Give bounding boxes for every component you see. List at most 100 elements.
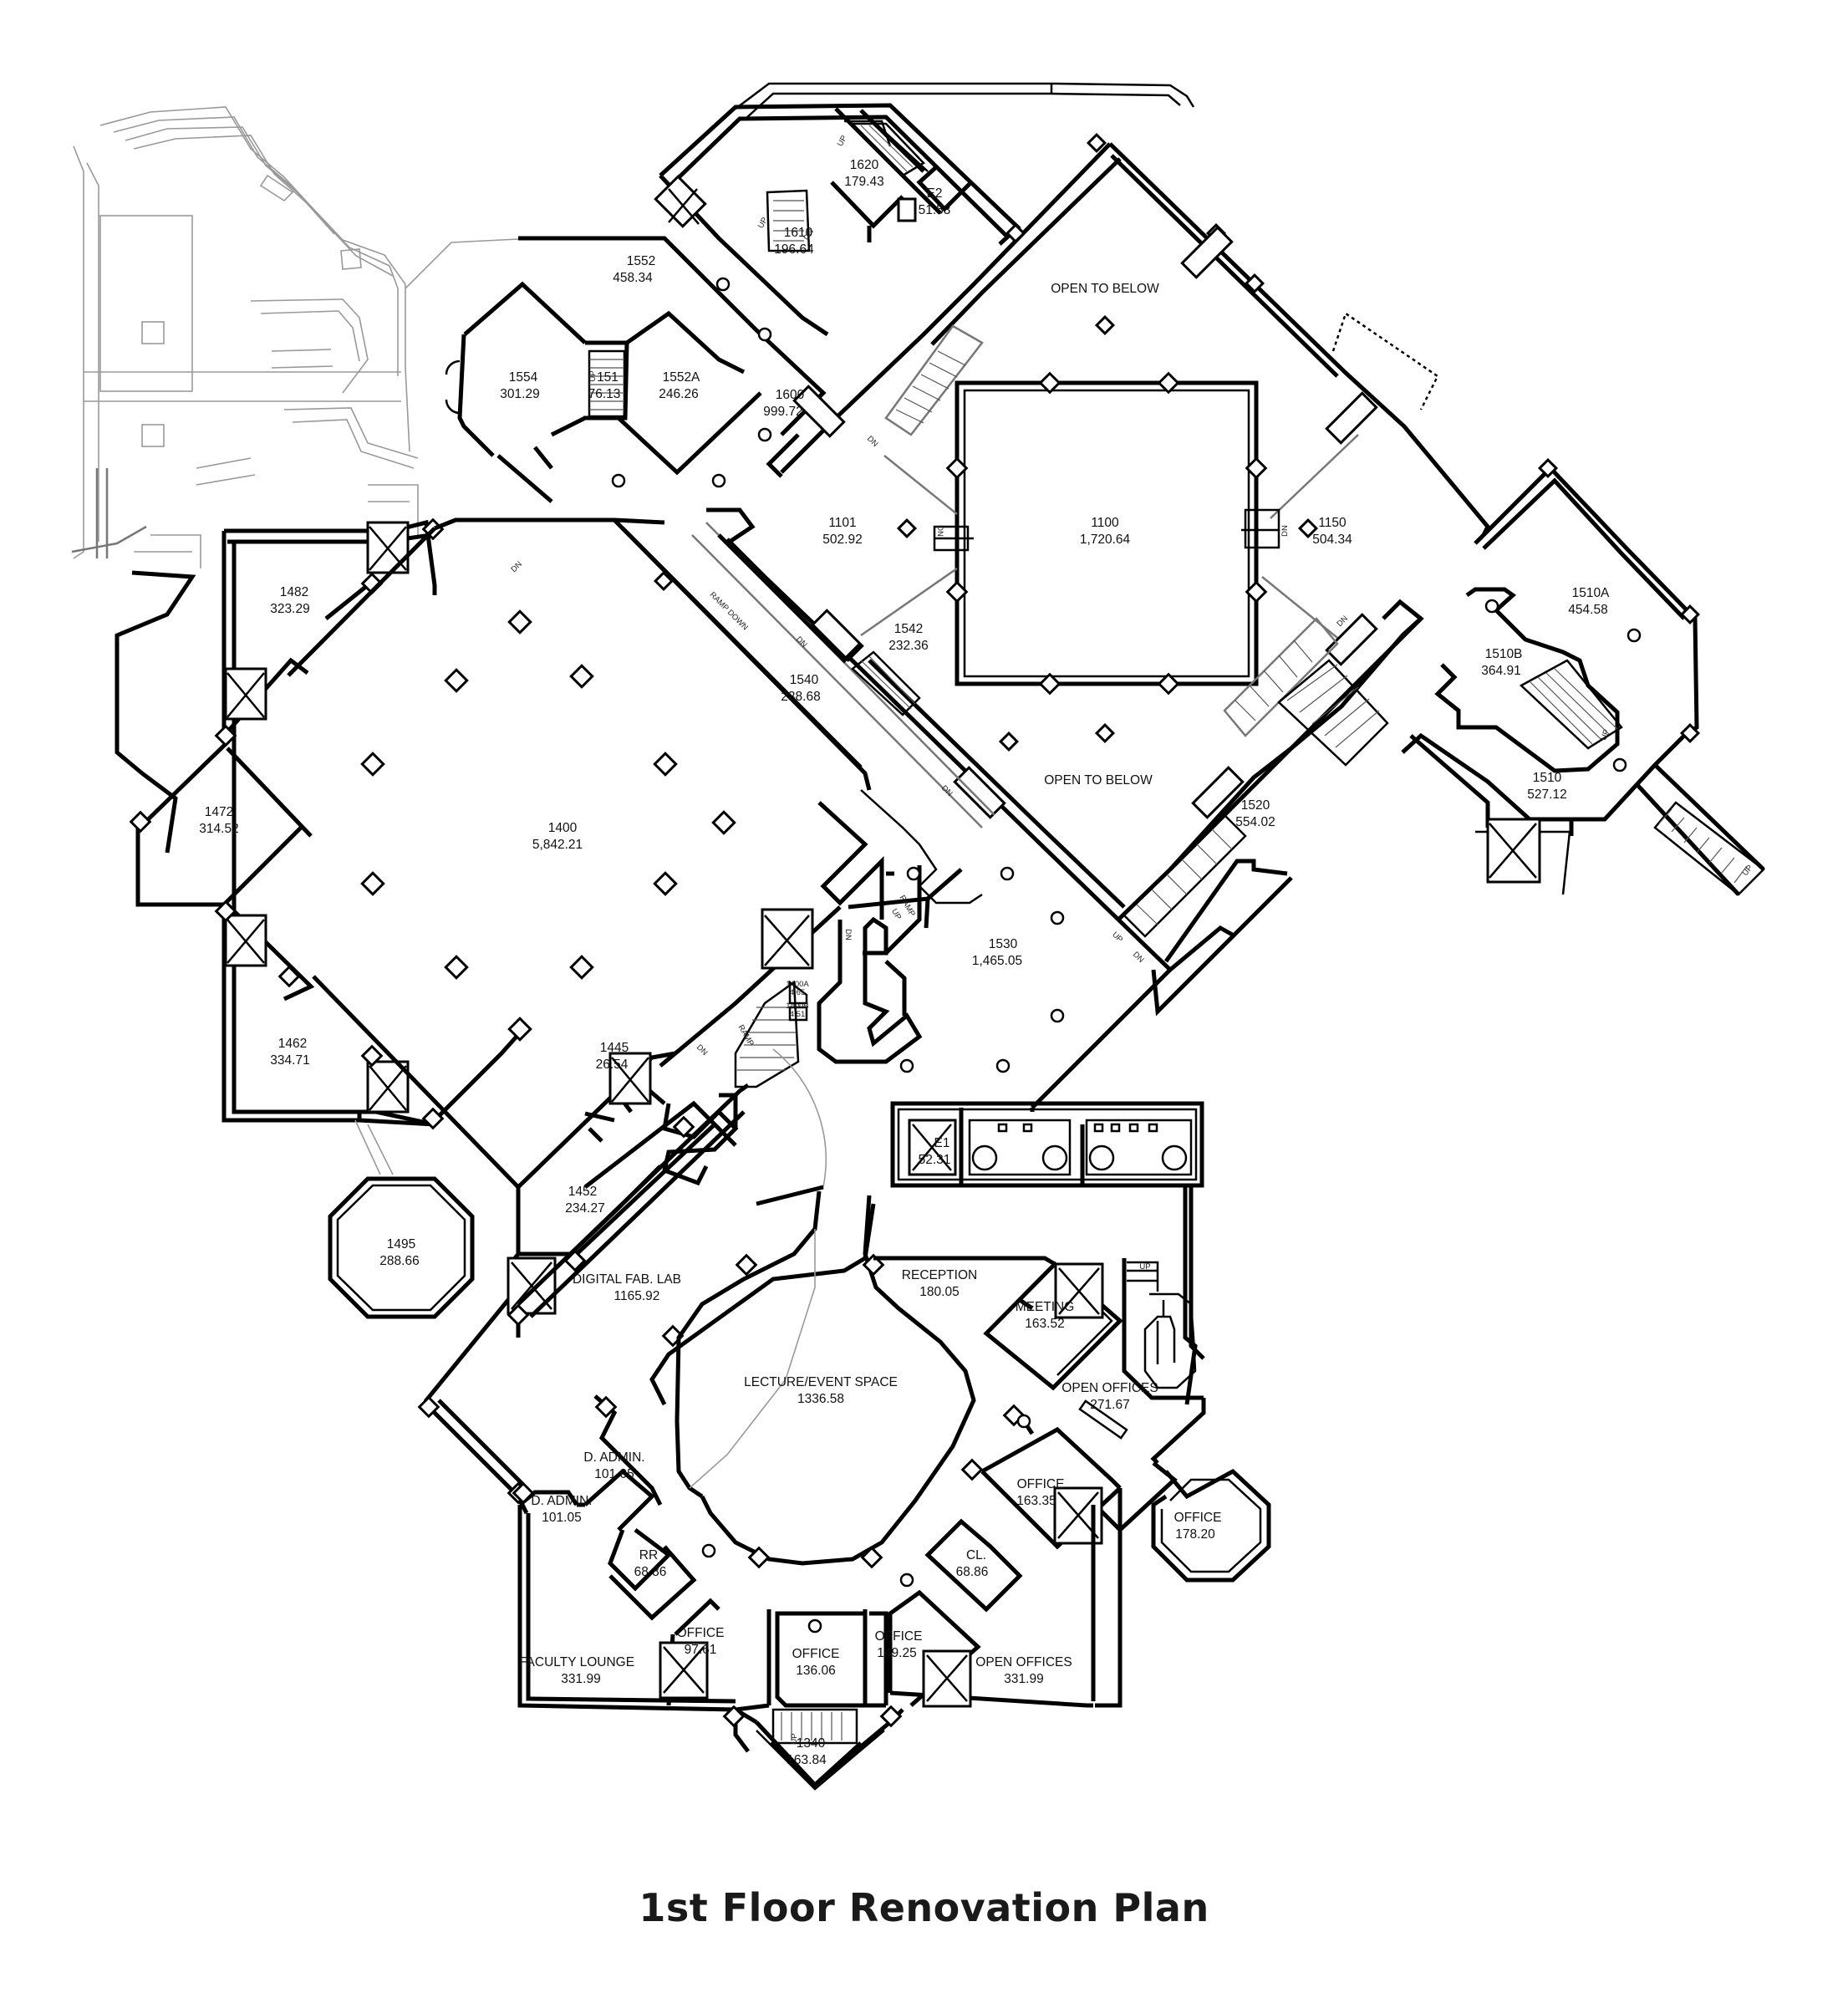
stair-1340 (771, 1708, 858, 1745)
label-1340-area: 163.84 (787, 1753, 827, 1767)
north-tower (654, 82, 1195, 337)
south-east-offices (873, 1256, 1271, 1708)
stair-1530-north (1277, 659, 1389, 767)
label-1400-area: 5,842.21 (532, 838, 583, 852)
label-1495-area: 288.66 (379, 1254, 419, 1268)
label-office4-area: 149.25 (877, 1646, 916, 1660)
stair-meeting (1127, 1261, 1197, 1389)
stair-1101 (884, 324, 984, 436)
label-1400-name: 1400 (548, 821, 578, 835)
hall-columns (360, 570, 736, 1042)
note-ramp-up-2: UP (889, 907, 903, 921)
core-block (890, 1101, 1205, 1405)
label-1482-area: 323.29 (270, 602, 309, 616)
stair-1520 (1123, 813, 1247, 938)
label-open1-name: OPEN OFFICES (1061, 1381, 1158, 1395)
label-office5-area: 136.06 (796, 1664, 835, 1678)
label-meeting-area: 163.52 (1025, 1317, 1064, 1331)
note-ramp-down: RAMP DOWN (708, 590, 750, 632)
central-court (725, 132, 1490, 921)
label-1510B-name: 1510B (1485, 647, 1523, 661)
label-1552A-name: 1552A (663, 370, 700, 385)
label-1530-area: 1,465.05 (972, 954, 1022, 968)
label-open2-name: OPEN OFFICES (975, 1655, 1072, 1669)
label-1552-area: 458.34 (613, 271, 653, 285)
label-1552-name: 1552 (627, 254, 655, 268)
note-up-meeting: UP (1139, 1262, 1150, 1272)
label-1150-name: 1150 (1318, 516, 1347, 530)
east-wing (1401, 457, 1765, 896)
note-1400b-area: 4.51 (790, 1010, 806, 1019)
stair-1150 (1223, 617, 1339, 737)
label-dfl-name: DIGITAL FAB. LAB (573, 1272, 681, 1287)
note-1400a: 1400A (786, 980, 809, 989)
label-1542-name: 1542 (894, 622, 923, 636)
label-1620-name: 1620 (850, 158, 879, 172)
label-1540-name: 1540 (790, 673, 819, 687)
label-E2-name: E2 (927, 186, 943, 201)
stair-ramp (851, 650, 921, 716)
label-1101-name: 1101 (828, 516, 856, 530)
note-dn-1445: DN (695, 1042, 710, 1058)
note-up-1520: UP (1110, 930, 1124, 945)
west-perimeter (115, 517, 445, 1130)
label-meeting-name: MEETING (1016, 1300, 1075, 1314)
label-1510-area: 527.12 (1527, 788, 1566, 802)
label-1620-area: 179.43 (844, 175, 883, 189)
note-dn-1540: DN (794, 635, 809, 650)
label-1554-area: 301.29 (500, 387, 539, 401)
label-1510A-area: 454.58 (1568, 603, 1607, 617)
label-open2-area: 331.99 (1004, 1672, 1043, 1686)
label-dfl-area: 1165.92 (614, 1289, 660, 1303)
label-cl-area: 68.86 (956, 1565, 989, 1579)
label-otb2: OPEN TO BELOW (1044, 773, 1153, 788)
label-1452-name: 1452 (568, 1185, 597, 1199)
note-up-east: UP (1741, 864, 1755, 878)
label-dadmin1-name: D. ADMIN. (583, 1450, 644, 1465)
stair-1510 (1519, 659, 1623, 750)
label-dadmin2-area: 101.05 (542, 1511, 581, 1525)
label-E1-area: 52.31 (919, 1153, 951, 1167)
label-1510B-area: 364.91 (1481, 664, 1520, 678)
label-1552A-area: 246.26 (659, 387, 698, 401)
label-faculty-area: 331.99 (561, 1672, 600, 1686)
label-1600-area: 999.72 (763, 405, 802, 419)
label-office4-name: OFFICE (875, 1629, 923, 1644)
note-ramp-1445: RAMP (736, 1023, 756, 1047)
label-1610-area: 196.64 (774, 242, 814, 257)
label-1542-area: 232.36 (888, 639, 928, 653)
label-office3-name: OFFICE (677, 1626, 725, 1640)
existing-west-wing (71, 106, 519, 568)
label-office1-area: 163.35 (1016, 1494, 1056, 1508)
label-reception-name: RECEPTION (902, 1268, 977, 1282)
stair-east-ext (1653, 801, 1765, 896)
note-dn-1150: DN (1335, 614, 1350, 629)
note-up-1510: UP (1599, 728, 1611, 742)
label-1100-name: 1100 (1091, 516, 1119, 530)
label-1610-name: 1610 (784, 226, 813, 240)
note-up-151: UP (588, 370, 598, 381)
note-dn-1482: DN (509, 559, 524, 574)
note-dn-1530: DN (843, 929, 853, 940)
label-E1-name: E1 (934, 1136, 950, 1150)
label-151-area: 76.13 (588, 387, 621, 401)
label-1150-area: 504.34 (1312, 533, 1352, 547)
label-1445-name: 1445 (600, 1041, 629, 1055)
note-1400a-area: 4.65 (790, 988, 806, 997)
label-1495-name: 1495 (387, 1237, 415, 1251)
note-dn-1100w: DN (935, 525, 944, 537)
label-1482-name: 1482 (280, 585, 308, 599)
label-rr-area: 68.86 (634, 1565, 667, 1579)
label-office1-name: OFFICE (1017, 1477, 1065, 1491)
stair-1620 (850, 122, 925, 177)
main-hall-1400 (287, 517, 884, 1338)
label-office5-name: OFFICE (792, 1647, 840, 1661)
stair-151 (588, 349, 626, 418)
label-faculty-name: FACULTY LOUNGE (519, 1655, 634, 1669)
label-dadmin2-name: D. ADMIN. (531, 1494, 592, 1508)
label-1540-area: 238.68 (781, 690, 820, 704)
label-1600-name: 1600 (776, 388, 805, 402)
label-office2-name: OFFICE (1174, 1511, 1222, 1525)
note-dn-1100e: DN (1280, 525, 1290, 537)
